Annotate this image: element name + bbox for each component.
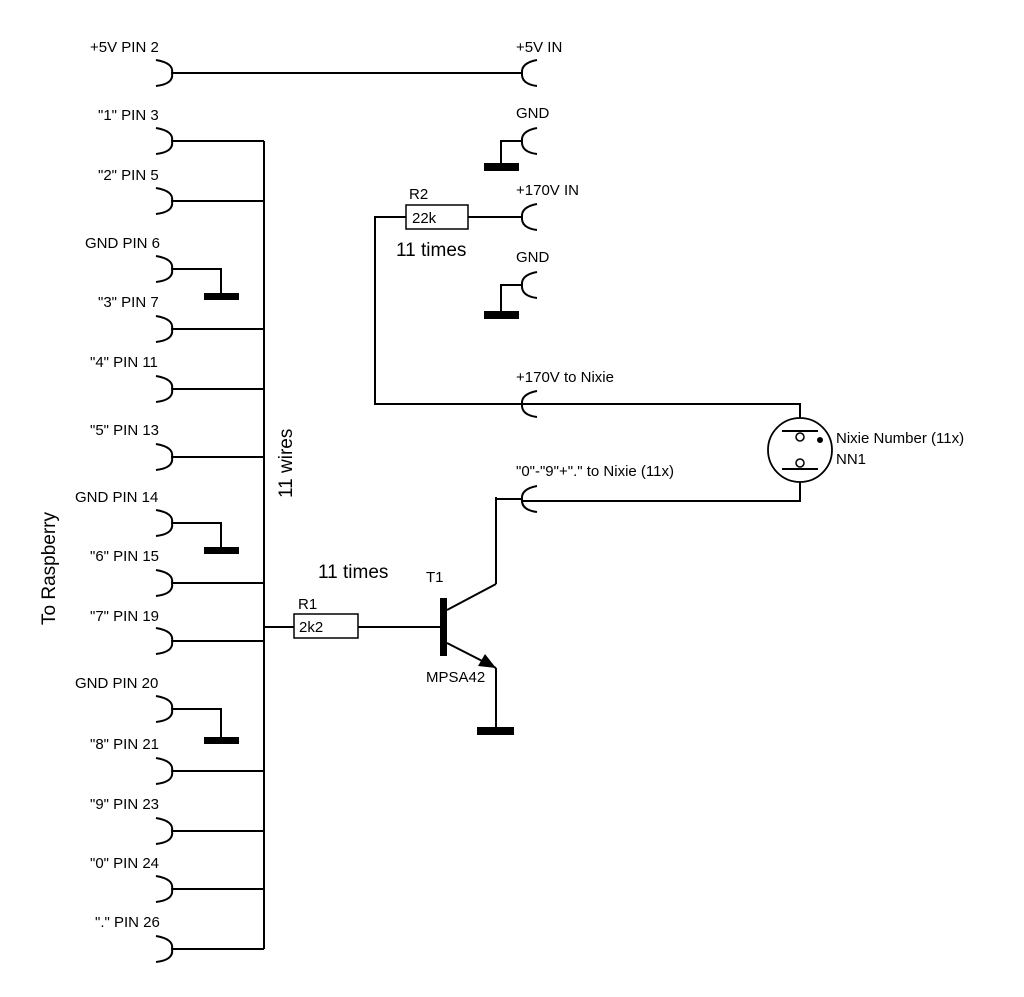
transistor-t1 (440, 497, 514, 735)
label-170v-in: +170V IN (516, 182, 579, 199)
connector-gnd-1 (520, 127, 538, 155)
wire-r2-to-nixie-connector (374, 216, 522, 405)
ground-symbol (484, 163, 519, 171)
t1-part: MPSA42 (426, 669, 485, 686)
pin-label: "8" PIN 21 (90, 736, 159, 753)
connector-pin-15 (155, 569, 174, 597)
connector-170v-in (520, 203, 538, 231)
r2-value: 22k (412, 210, 437, 227)
resistor-r2 (405, 204, 469, 230)
ground-symbol (204, 547, 239, 554)
connector-pin-26 (155, 935, 174, 963)
pin-label: "2" PIN 5 (98, 167, 159, 184)
bus-label: 11 wires (276, 429, 297, 498)
nixie-ref: NN1 (836, 451, 866, 468)
ground-symbol (477, 727, 514, 735)
connector-pin-5 (155, 187, 174, 215)
connector-pin-13 (155, 443, 174, 471)
pin-label: "7" PIN 19 (90, 608, 159, 625)
r1-value: 2k2 (299, 619, 323, 636)
label-170v-nixie: +170V to Nixie (516, 369, 614, 386)
ground-symbol (204, 737, 239, 744)
t1-ref: T1 (426, 569, 444, 586)
connector-pin-24 (155, 875, 174, 903)
connector-pin-3 (155, 127, 174, 155)
connector-gnd-2 (520, 271, 538, 299)
connector-pin-2 (155, 59, 174, 87)
wire-bus (172, 140, 265, 950)
pin-label: "0" PIN 24 (90, 855, 159, 872)
label-digits-nixie: "0"-"9"+"." to Nixie (11x) (516, 463, 674, 480)
left-ground-connections (172, 268, 239, 744)
pin-label: "6" PIN 15 (90, 548, 159, 565)
connector-5v-in (520, 59, 538, 87)
pin-label: "1" PIN 3 (98, 107, 159, 124)
wire-170v-to-nixie (522, 403, 801, 422)
r2-ref: R2 (409, 186, 428, 203)
left-connectors (155, 59, 174, 963)
right-connectors (520, 59, 538, 513)
connector-pin-14 (155, 509, 174, 537)
pin-label: "." PIN 26 (95, 914, 160, 931)
left-pin-labels: +5V PIN 2 "1" PIN 3 "2" PIN 5 GND PIN 6 … (75, 39, 160, 931)
pin-label: "9" PIN 23 (90, 796, 159, 813)
pin-label: "3" PIN 7 (98, 294, 159, 311)
ground-symbol (204, 293, 239, 300)
connector-pin-6 (155, 255, 174, 283)
label-gnd-2: GND (516, 249, 550, 266)
pin-label: +5V PIN 2 (90, 39, 159, 56)
pin-label: GND PIN 6 (85, 235, 160, 252)
ground-symbol (484, 311, 519, 319)
to-raspberry-label: To Raspberry (39, 512, 60, 625)
connector-digits-nixie (520, 485, 538, 513)
pin-label: "5" PIN 13 (90, 422, 159, 439)
connector-pin-23 (155, 817, 174, 845)
label-gnd-1: GND (516, 105, 550, 122)
connector-pin-20 (155, 695, 174, 723)
connector-pin-11 (155, 375, 174, 403)
r2-repeat-label: 11 times (396, 240, 466, 261)
pin-label: "4" PIN 11 (90, 354, 158, 371)
wire-digits-to-nixie (522, 480, 801, 502)
connector-pin-19 (155, 627, 174, 655)
wire-gnd-2 (500, 284, 522, 312)
nixie-name: Nixie Number (11x) (836, 430, 964, 447)
r1-repeat-label: 11 times (318, 562, 388, 583)
connector-pin-21 (155, 757, 174, 785)
connector-pin-7 (155, 315, 174, 343)
pin-label: GND PIN 14 (75, 489, 158, 506)
label-5v-in: +5V IN (516, 39, 562, 56)
wire-gnd-1 (500, 140, 522, 164)
r1-ref: R1 (298, 596, 317, 613)
nixie-tube (767, 417, 833, 483)
pin-label: GND PIN 20 (75, 675, 158, 692)
